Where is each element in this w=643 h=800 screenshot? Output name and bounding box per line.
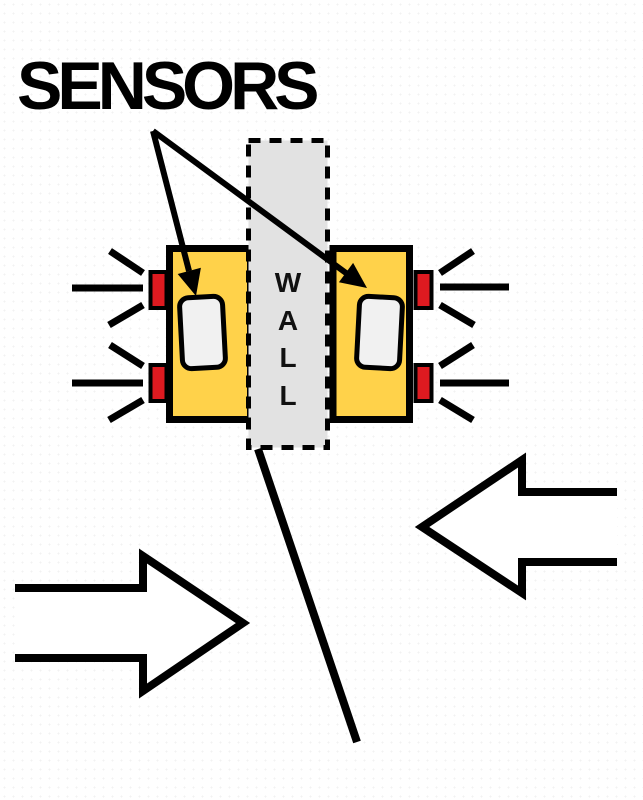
sensors-pointer-left [150,130,201,296]
right-top-emitter-rays [438,248,509,329]
pointer-arrowhead-icon [338,262,367,288]
signal-ray [108,342,145,369]
wall-label-letter: A [278,305,298,336]
wall-label-letter: L [279,380,296,411]
signal-ray [108,248,145,276]
left-flow-arrow-icon [15,548,251,699]
right-flow-arrow-icon [414,452,617,601]
signal-ray [107,396,145,424]
left-top-emitter [148,270,169,310]
left-sensor-window [177,293,228,372]
wall-label-letter: W [275,267,302,298]
signal-ray [438,301,476,329]
pointer-line [150,130,192,272]
wall-label-letter: L [279,342,296,373]
signal-ray [438,397,475,423]
signal-ray [107,301,145,329]
wall [246,138,330,450]
left-bottom-emitter [148,363,169,403]
pointer-line [151,128,348,276]
right-bottom-emitter-rays [438,342,509,423]
right-sensor-window [354,293,405,372]
left-top-emitter-rays [72,248,145,329]
signal-ray [438,342,475,369]
sensors-title: SENSORS [17,48,320,124]
pointer-arrowhead-icon [177,267,201,296]
right-top-emitter [413,270,434,310]
left-bottom-emitter-rays [72,342,145,424]
sensors-pointer-right [151,128,367,288]
wall-label: W A L L [275,267,302,411]
wall-pointer-line [254,447,361,744]
right-bottom-emitter [413,363,434,403]
signal-ray [438,248,475,276]
